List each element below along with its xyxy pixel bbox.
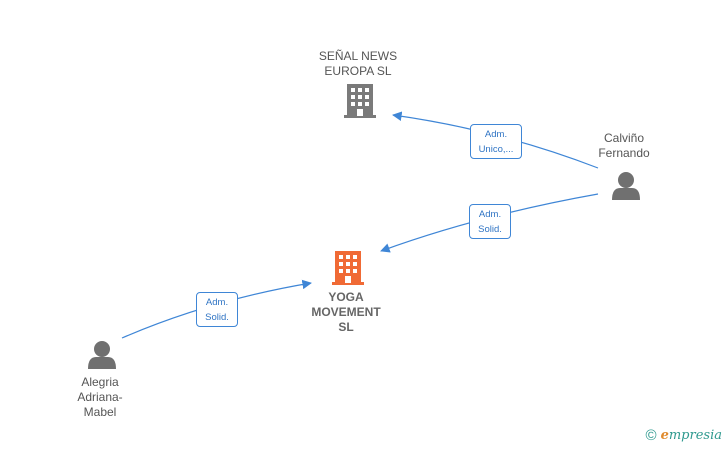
building-icon-main[interactable]	[332, 251, 364, 285]
edge-badge-alegria-yoga[interactable]: Adm. Solid.	[196, 292, 238, 327]
node-label-yoga-movement[interactable]: YOGA MOVEMENT SL	[311, 290, 381, 334]
node-label-alegria-adriana-mabel[interactable]: Alegria Adriana- Mabel	[77, 375, 123, 419]
person-icon[interactable]	[612, 172, 640, 200]
building-icon[interactable]	[344, 84, 376, 118]
person-icon[interactable]	[88, 341, 116, 369]
watermark: © empresia	[646, 427, 722, 444]
copyright-icon: ©	[645, 427, 657, 444]
edge-badge-calvino-yoga[interactable]: Adm. Solid.	[469, 204, 511, 239]
node-label-senal-news[interactable]: SEÑAL NEWS EUROPA SL	[318, 49, 398, 78]
brand-logo: empresia	[660, 428, 722, 443]
edge-badge-calvino-senal[interactable]: Adm. Unico,...	[470, 124, 522, 159]
node-label-calvino-fernando[interactable]: Calviño Fernando	[598, 131, 650, 160]
